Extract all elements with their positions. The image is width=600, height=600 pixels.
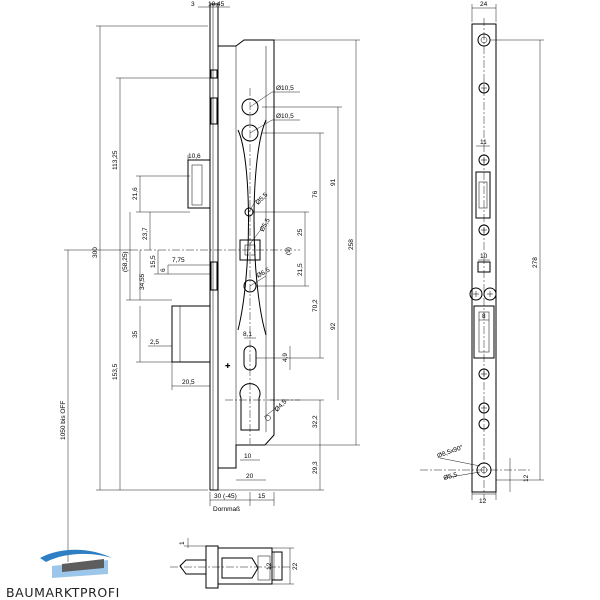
front-view-dimensions [64, 2, 360, 562]
dia-5-5-a: Ø5,5 [254, 191, 269, 206]
dim-29-3: 29,3 [312, 461, 319, 474]
dim-113-25: 113,25 [112, 150, 119, 170]
dornmass-label: Dornmaß [213, 506, 240, 513]
latch-section [221, 557, 259, 579]
dim-20: 20 [246, 473, 254, 480]
dim-30-45: 30 (-45) [214, 493, 237, 500]
dim-76: 76 [312, 190, 319, 198]
dim-70-2: 70,2 [312, 299, 319, 312]
logo-swoosh [40, 549, 112, 562]
dim-35: 35 [132, 330, 139, 338]
dim-92: 92 [330, 322, 337, 330]
dia-10-5-b: Ø10,5 [276, 113, 294, 120]
dim-25: 25 [297, 228, 304, 236]
dim-24: 24 [480, 1, 488, 8]
hole-5-5-label: Ø5,5 [443, 471, 459, 482]
dead-bolt [171, 305, 211, 363]
side-view [420, 18, 530, 500]
screw-3 [478, 224, 490, 236]
dim-8-1: 8,1 [243, 331, 252, 338]
dim-10-6: 10,6 [188, 153, 201, 160]
dim-15: 15 [258, 493, 266, 500]
screw-5 [478, 402, 490, 414]
dim-1050-bis-off: 1050 bis OFF [60, 401, 67, 440]
dim-12-bottom: 12 [266, 562, 273, 570]
dim-32-2: 32,2 [312, 415, 319, 428]
svg-text:✚: ✚ [225, 362, 231, 370]
dim-10-side: 10 [480, 253, 488, 260]
brand-name: BAUMARKTPROFI [6, 585, 120, 600]
screw-pair [469, 287, 497, 301]
countersink-label: Ø8,5x90° [436, 443, 465, 460]
screw-2 [478, 154, 490, 166]
dim-258: 258 [348, 239, 355, 250]
dim-20-5: 20,5 [182, 379, 195, 386]
square-9-label: (9) [285, 247, 292, 255]
bottom-view: 1 22 12 [170, 538, 299, 589]
latch-bolt [187, 159, 211, 209]
screw-4 [478, 368, 490, 380]
screw-1 [478, 82, 490, 94]
dim-15-5: 15,5 [150, 255, 157, 268]
front-view-labels: 3 10,45 300 113,25 21,6 23,7 (58,25) 34,… [60, 1, 355, 513]
dim-91: 91 [330, 178, 337, 186]
dim-12-vertical: 12 [523, 474, 530, 482]
dim-278: 278 [532, 257, 539, 268]
dim-22: 22 [292, 562, 299, 570]
screw-6 [478, 418, 490, 430]
aux-slot [477, 261, 491, 273]
dim-4-9: 4,9 [282, 353, 289, 362]
side-view-labels: 24 11 10 8 278 12 12 Ø8,5x90° Ø5,5 [436, 1, 539, 505]
dim-153-5: 153,5 [112, 363, 119, 380]
dim-12-horizontal: 12 [479, 498, 487, 505]
dim-23-7: 23,7 [142, 227, 149, 240]
dim-6: 6 [160, 268, 167, 272]
dia-4-5: Ø4,5 [273, 398, 288, 413]
front-view: ✚ [130, 3, 300, 491]
brand-logo: BAUMARKTPROFI [6, 549, 120, 600]
case-section [217, 547, 273, 585]
latch-opening [475, 171, 491, 219]
dia-5-5-b: Ø5,5 [259, 217, 272, 233]
dim-11: 11 [480, 139, 487, 146]
bolt-opening [473, 305, 495, 359]
dim-34-55: 34,55 [139, 273, 146, 290]
dim-8: 8 [482, 313, 486, 320]
dim-3: 3 [191, 1, 195, 8]
dim-10-45: 10,45 [208, 1, 225, 8]
dim-300: 300 [92, 247, 99, 258]
dim-21-6: 21,6 [132, 187, 139, 200]
cam-slot [237, 129, 249, 331]
cylinder-cutout [239, 383, 261, 431]
dim-58-25: (58,25) [122, 251, 129, 272]
side-view-dimensions [439, 4, 544, 500]
lock-case [217, 39, 275, 469]
dim-21-5: 21,5 [297, 263, 304, 276]
dia-10-5-a: Ø10,5 [276, 85, 294, 92]
dim-7-75: 7,75 [172, 257, 185, 264]
dim-2-5: 2,5 [150, 339, 159, 346]
dim-10: 10 [244, 453, 252, 460]
dim-1: 1 [179, 541, 186, 545]
